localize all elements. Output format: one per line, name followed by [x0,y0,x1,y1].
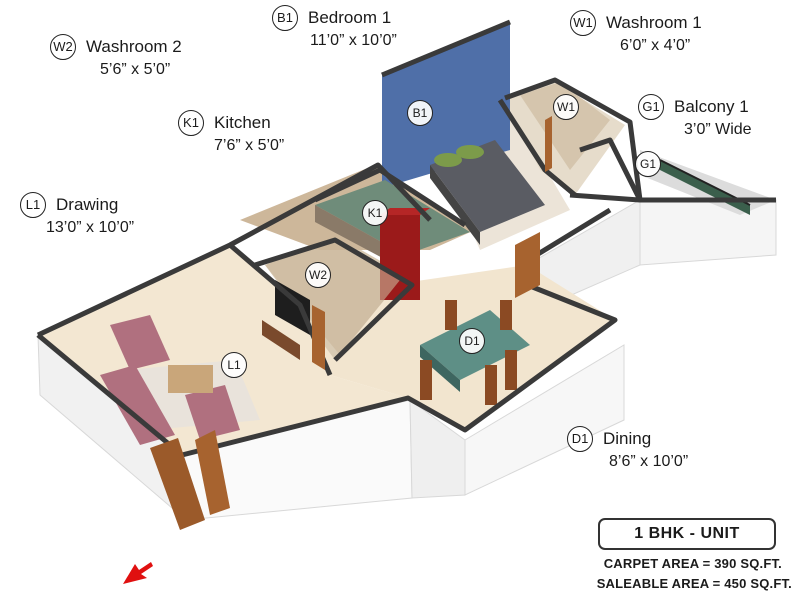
room-size: 8’6” x 10’0” [609,453,689,470]
entry-arrow-icon [123,562,153,584]
tag-drawing: L1 [221,352,247,378]
label-dining: D1 Dining 8’6” x 10’0” [567,426,688,471]
tag-washroom-1: W1 [553,94,579,120]
tag-balcony: G1 [635,151,661,177]
room-size: 5’6” x 5’0” [100,61,171,78]
badge-drawing: L1 [20,192,46,218]
badge-dining: D1 [567,426,593,452]
room-size: 6’0” x 4’0” [620,37,691,54]
bed [430,140,545,245]
room-name: Dining [603,428,652,448]
badge-washroom-1: W1 [570,10,596,36]
badge-kitchen: K1 [178,110,204,136]
tag-dining: D1 [459,328,485,354]
doors [150,116,552,530]
tag-bedroom: B1 [407,100,433,126]
room-size: 13’0” x 10’0” [46,219,135,236]
room-name: Washroom 1 [606,12,702,32]
badge-washroom-2: W2 [50,34,76,60]
tag-washroom-2: W2 [305,262,331,288]
room-size: 3’0” Wide [684,121,752,138]
outer-walls [37,199,777,522]
room-size: 11’0” x 10’0” [310,32,397,49]
label-washroom-2: W2 Washroom 2 5’6” x 5’0” [50,34,182,79]
badge-bedroom-1: B1 [272,5,298,31]
tag-kitchen: K1 [362,200,388,226]
carpet-area: CARPET AREA = 390 SQ.FT. [603,556,782,571]
label-washroom-1: W1 Washroom 1 6’0” x 4’0” [570,10,702,55]
room-name: Washroom 2 [86,36,182,56]
label-drawing: L1 Drawing 13’0” x 10’0” [20,192,134,237]
room-name: Bedroom 1 [308,7,392,27]
badge-balcony-1: G1 [638,94,664,120]
label-kitchen: K1 Kitchen 7’6” x 5’0” [178,110,284,155]
saleable-area: SALEABLE AREA = 450 SQ.FT. [596,576,792,591]
room-name: Kitchen [214,112,271,132]
room-name: Drawing [56,194,119,214]
living-furniture [100,315,260,445]
unit-type-badge: 1 BHK - UNIT [598,518,776,550]
label-bedroom-1: B1 Bedroom 1 11’0” x 10’0” [272,5,397,50]
room-name: Balcony 1 [674,96,749,116]
label-balcony-1: G1 Balcony 1 3’0” Wide [638,94,752,139]
room-size: 7’6” x 5’0” [214,137,285,154]
